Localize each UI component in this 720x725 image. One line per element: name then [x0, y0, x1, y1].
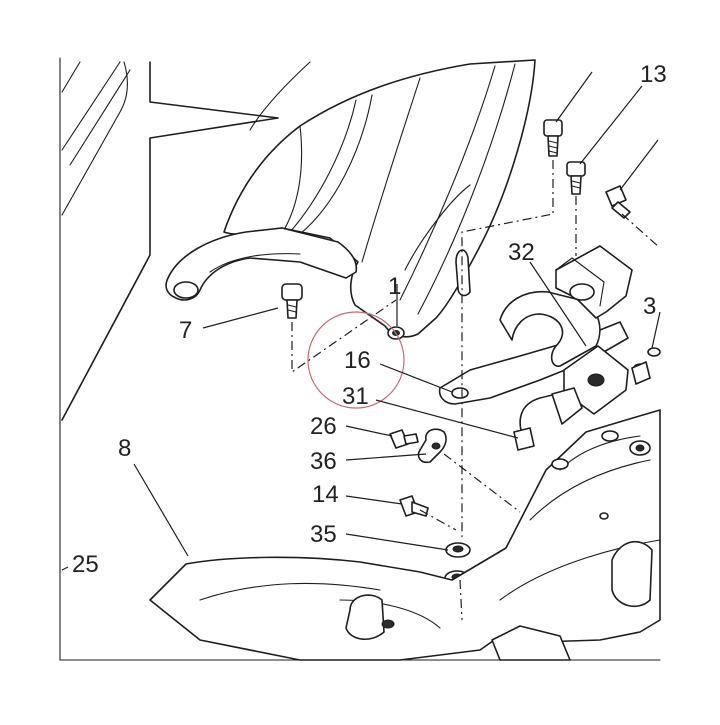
leader-lines — [61, 71, 661, 571]
bolt-icon — [605, 185, 631, 219]
callout-1: 1 — [388, 273, 401, 300]
bolt-icon — [566, 161, 586, 195]
callout-31: 31 — [342, 383, 369, 410]
bolt-7-icon — [281, 283, 303, 319]
tail-body-outline — [61, 61, 311, 421]
callout-36: 36 — [310, 448, 337, 475]
callout-3: 3 — [643, 293, 656, 320]
connector-31 — [513, 387, 583, 451]
top-bolts — [281, 119, 631, 319]
callout-labels: 1 3 7 8 13 14 16 25 26 31 32 35 36 — [72, 61, 667, 578]
assembly-lines — [291, 160, 661, 621]
callout-14: 14 — [312, 481, 339, 508]
highlight-circle — [307, 311, 405, 409]
callout-35: 35 — [310, 521, 337, 548]
callout-26: 26 — [310, 413, 337, 440]
bolt-icon — [543, 119, 563, 157]
callout-16: 16 — [344, 347, 371, 374]
callout-8: 8 — [118, 435, 131, 462]
tail-fairing — [165, 59, 536, 340]
callout-32: 32 — [508, 239, 535, 266]
callout-25: 25 — [72, 551, 99, 578]
seat-bracket — [438, 245, 661, 415]
subframe — [149, 409, 661, 661]
callout-7: 7 — [179, 317, 192, 344]
small-fasteners — [389, 428, 471, 586]
callout-13: 13 — [640, 61, 667, 88]
